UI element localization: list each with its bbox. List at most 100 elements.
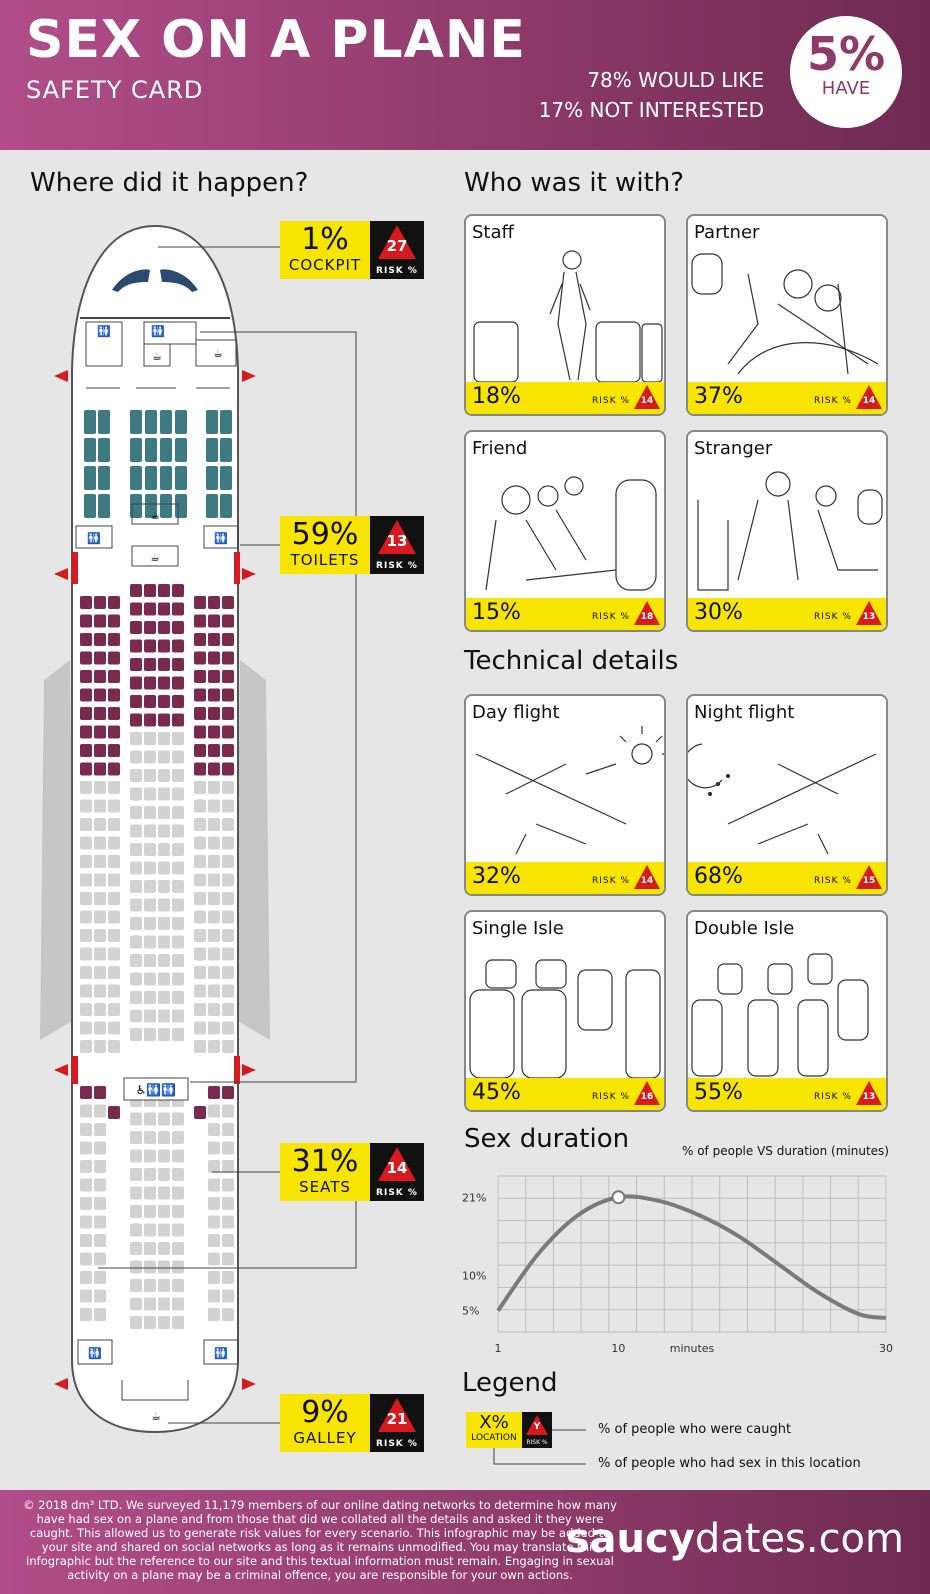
seat (80, 1197, 92, 1210)
seat (222, 1271, 234, 1284)
seat (158, 1279, 170, 1292)
seat (144, 954, 156, 967)
seat (208, 762, 220, 776)
seat (208, 910, 220, 924)
seat (208, 1252, 220, 1266)
seat (130, 1242, 142, 1255)
seat (130, 843, 142, 856)
card-stat-bar: 68% RISK % 15 (688, 862, 886, 894)
seat (194, 929, 206, 942)
legend-sample-pct: X% (479, 1412, 509, 1433)
card-stat-bar: 18% RISK % 14 (466, 382, 664, 414)
seat (158, 1149, 170, 1163)
card-pct: 45% (472, 1080, 521, 1105)
seat (194, 707, 206, 720)
warning-triangle-icon (634, 385, 660, 409)
seat (194, 966, 206, 979)
seat (80, 1271, 92, 1284)
seat (94, 1021, 106, 1035)
seat (194, 818, 206, 831)
seat (175, 410, 187, 434)
seat (158, 1009, 170, 1023)
stat-would-like: 78% WOULD LIKE (587, 68, 764, 92)
seat (194, 688, 206, 702)
seat (94, 1123, 106, 1136)
card-stat-bar: 15% RISK % 18 (466, 598, 664, 630)
seat (84, 410, 96, 434)
card-pct: 30% (694, 600, 743, 625)
seat (130, 861, 142, 875)
have-badge: 5% HAVE (790, 16, 902, 128)
seat (94, 892, 106, 905)
seat (158, 824, 170, 838)
seat (144, 1131, 156, 1144)
duration-curve (496, 1194, 887, 1320)
toilets-pct: 59% (291, 517, 359, 552)
seat (172, 695, 184, 708)
seats-label: SEATS (299, 1178, 351, 1196)
risk-label: RISK % (814, 1092, 852, 1102)
seat (172, 621, 184, 634)
seat (94, 818, 106, 831)
seat (144, 1279, 156, 1292)
seat (158, 991, 170, 1004)
seat (220, 438, 232, 462)
seat (144, 843, 156, 856)
seat (94, 910, 106, 924)
seat (208, 1160, 220, 1173)
seat (108, 633, 120, 646)
seat (80, 1086, 92, 1099)
seat (222, 910, 234, 924)
seat (222, 1289, 234, 1303)
card-label: Double Isle (694, 918, 795, 939)
seat (144, 676, 156, 690)
card-label: Day flight (472, 702, 560, 723)
brand-link[interactable]: saucydates.com (566, 1516, 904, 1562)
seat (158, 1297, 170, 1311)
seat (208, 966, 220, 979)
seat (80, 651, 92, 665)
seat (208, 670, 220, 683)
card-double-isle: Double Isle 55% RISK % 13 (686, 910, 888, 1112)
seat (222, 1234, 234, 1247)
legend-caught-text: % of people who were caught (598, 1422, 792, 1437)
seat (130, 1149, 142, 1163)
seat (144, 1316, 156, 1329)
duration-title: Sex duration (464, 1124, 630, 1154)
seat (130, 1028, 142, 1041)
seat (172, 713, 184, 727)
seat (130, 824, 142, 838)
seat (80, 614, 92, 628)
seat (175, 494, 187, 518)
seat (84, 438, 96, 462)
warning-triangle-icon (634, 601, 660, 625)
risk-label: RISK % (814, 876, 852, 886)
cockpit-pct: 1% (301, 222, 349, 257)
seat (80, 744, 92, 757)
seat (130, 466, 142, 490)
seat (222, 596, 234, 609)
seat (172, 806, 184, 819)
plane-moon-illustration-icon (688, 743, 877, 855)
card-stat-bar: 37% RISK % 14 (688, 382, 886, 414)
seat (80, 1234, 92, 1247)
seat (94, 1040, 106, 1053)
card-staff: Staff 18% RISK % 14 (464, 214, 666, 416)
seat (94, 984, 106, 998)
seat (108, 929, 120, 942)
brand-bold: saucy (565, 1516, 695, 1562)
seat (98, 494, 110, 518)
seat (222, 1178, 234, 1192)
seat (172, 861, 184, 875)
card-single-isle: Single Isle 45% RISK % 16 (464, 910, 666, 1112)
seat (94, 1160, 106, 1173)
seat (222, 688, 234, 702)
seat (158, 732, 170, 745)
seat (108, 707, 120, 720)
seat (130, 732, 142, 745)
toilets-risk: 13 (386, 532, 408, 550)
seat (108, 818, 120, 831)
card-pct: 18% (472, 384, 521, 409)
